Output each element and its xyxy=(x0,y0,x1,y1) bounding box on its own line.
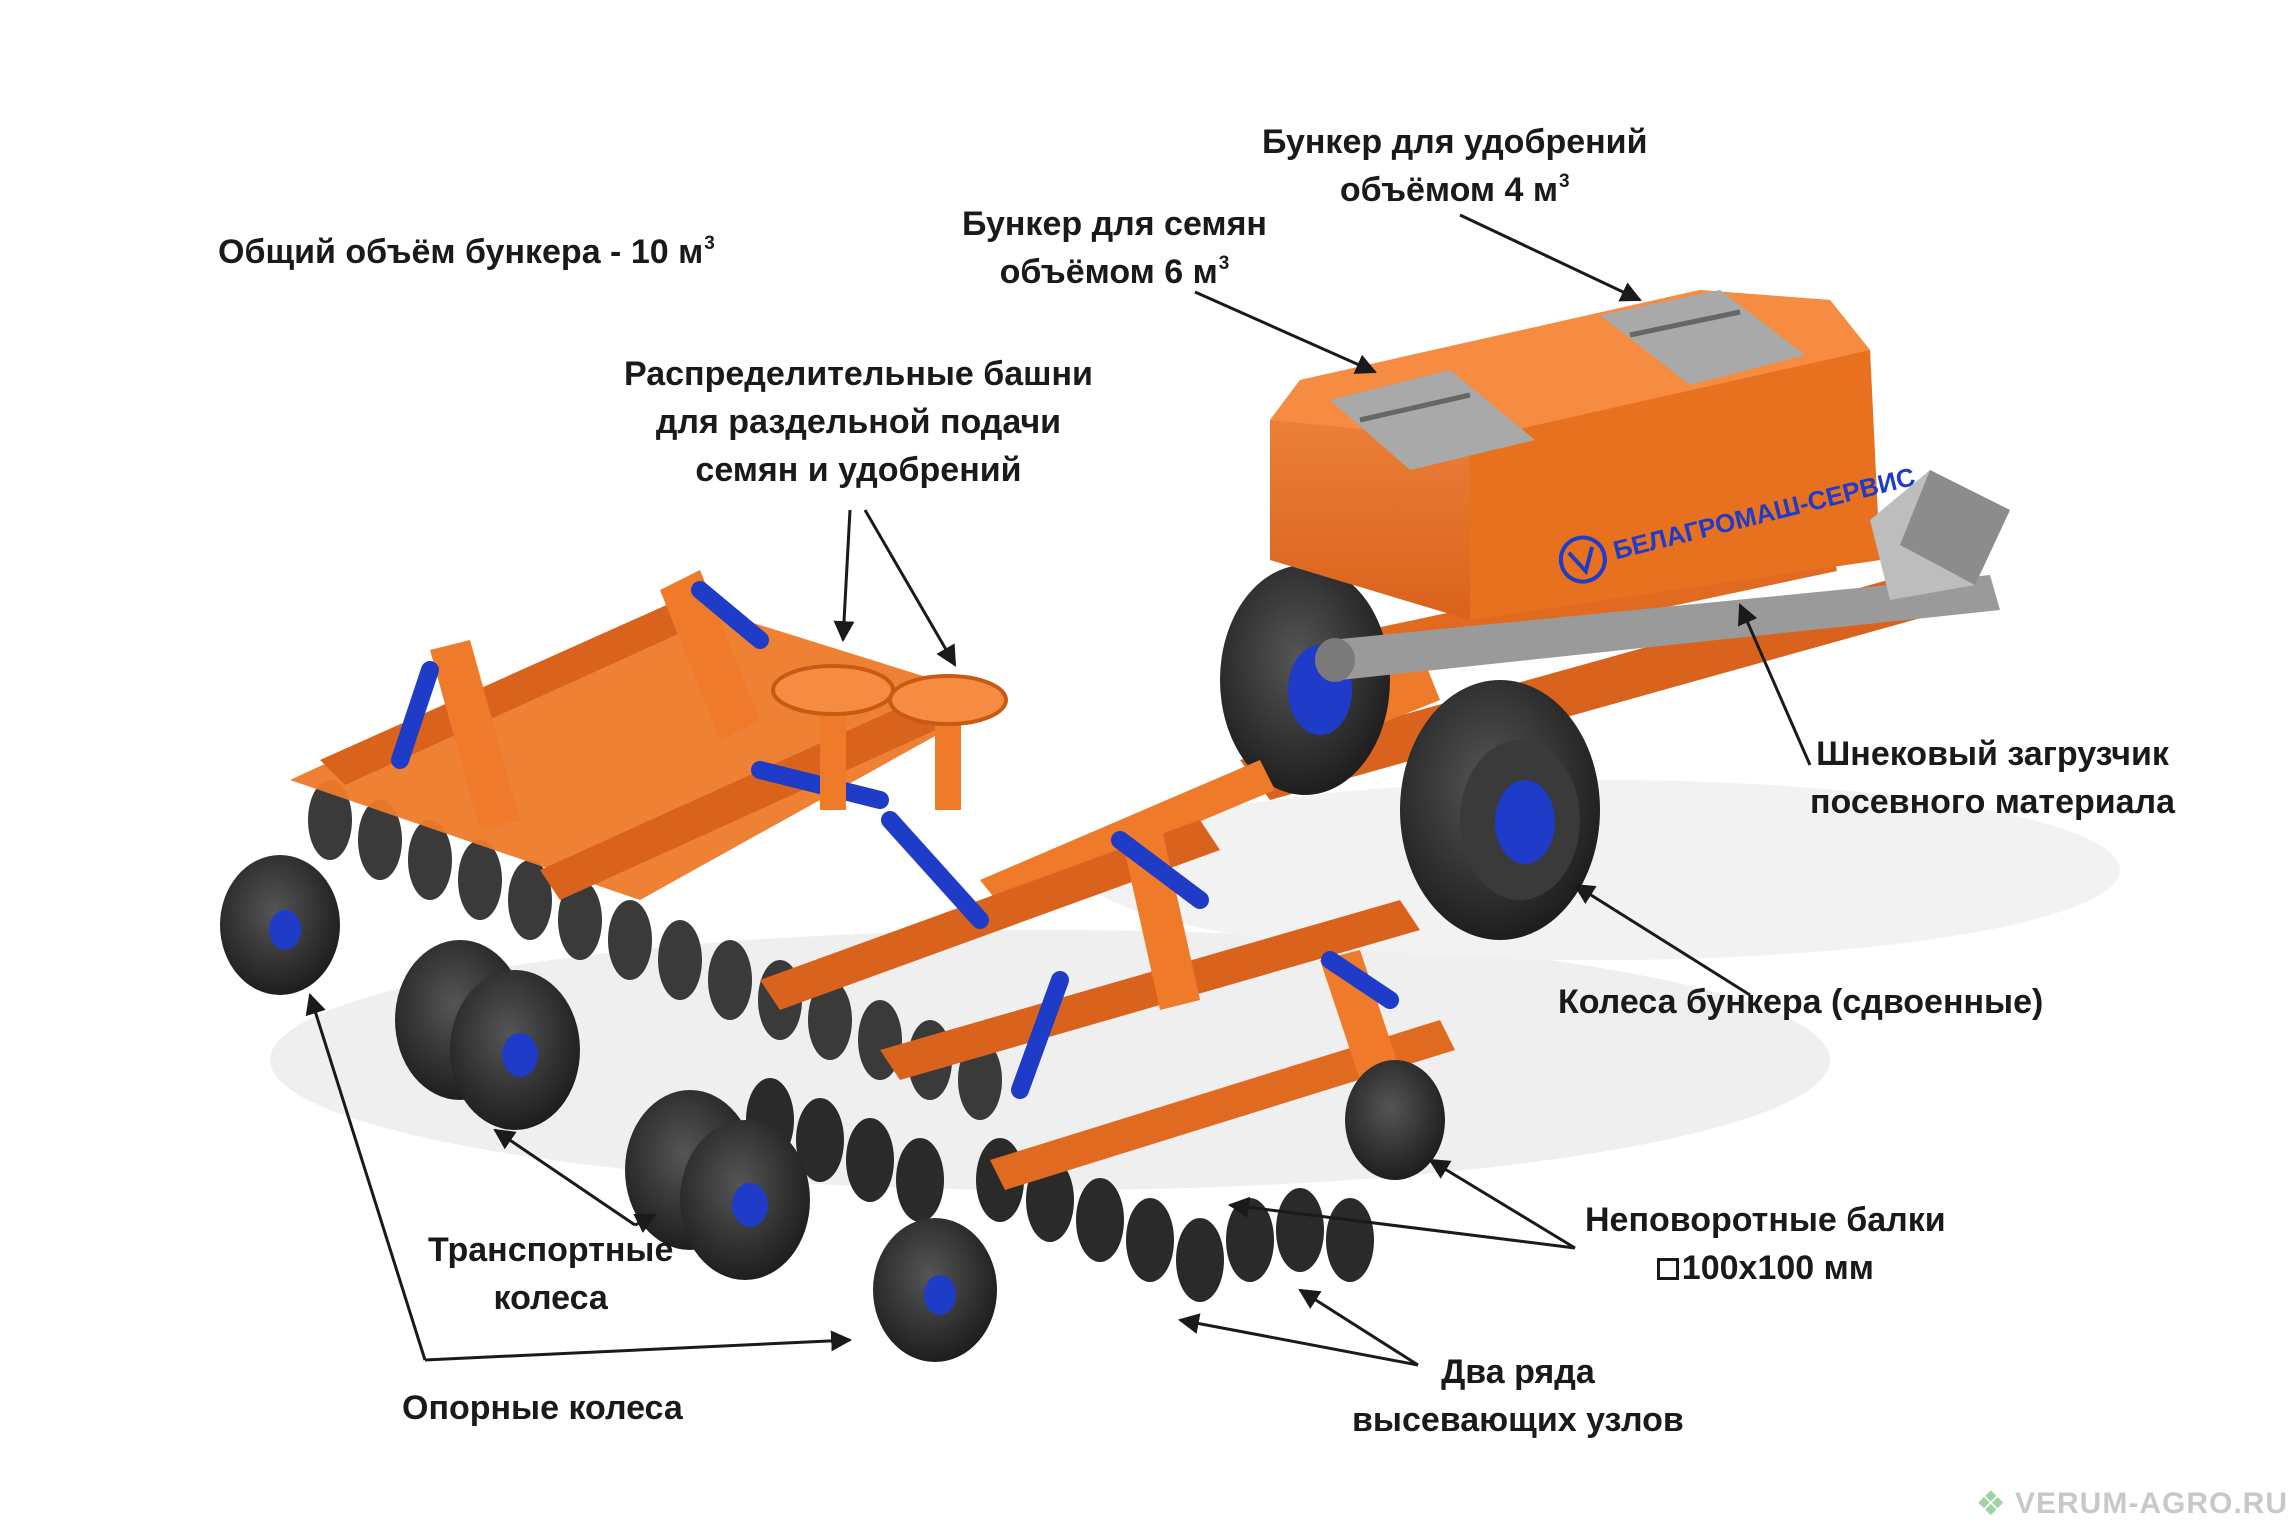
seeding-units-row-front xyxy=(746,1078,1374,1302)
label-fertilizer-hopper: Бункер для удобрений объёмом 4 м3 xyxy=(1262,123,1648,209)
hydraulic-cylinders xyxy=(391,581,1399,1099)
label-fixed-beams: Неповоротные балки 100х100 мм xyxy=(1585,1201,1946,1287)
support-wheel-front xyxy=(873,1218,997,1362)
distribution-tower-1 xyxy=(771,664,895,810)
arrow-rows-1 xyxy=(1177,1313,1419,1367)
watermark: ❖ VERUM-AGRO.RU xyxy=(1975,1485,2288,1523)
fertilizer-hopper-lid xyxy=(1600,290,1805,385)
label-auger-loader: Шнековый загрузчик посевного материала xyxy=(1810,735,2176,821)
arrow-support-1 xyxy=(305,992,427,1361)
label-distribution-towers: Распределительные башни для раздельной п… xyxy=(624,355,1093,489)
arrow-transport-1 xyxy=(493,1128,636,1227)
hopper-wheel-rear xyxy=(1220,565,1390,795)
arrow-seed-hopper xyxy=(1194,290,1377,374)
square-section-icon xyxy=(1656,1258,1679,1280)
hopper-tank: БЕЛАГРОМАШ-СЕРВИС xyxy=(1270,290,1918,620)
transport-wheel-1b xyxy=(450,970,580,1130)
label-support-wheels: Опорные колеса xyxy=(402,1389,683,1427)
arrow-rows-2 xyxy=(1298,1288,1419,1367)
arrow-support-2 xyxy=(424,1330,853,1362)
arrow-transport-2 xyxy=(633,1213,657,1233)
arrow-hopper-wheels xyxy=(1573,883,1751,997)
label-hopper-wheels: Колеса бункера (сдвоенные) xyxy=(1558,983,2044,1021)
arrow-tower-1 xyxy=(833,509,855,643)
arrow-auger xyxy=(1737,603,1812,766)
arrow-tower-2 xyxy=(863,509,957,667)
transport-wheel-2b xyxy=(680,1120,810,1280)
label-transport-wheels: Транспортные колеса xyxy=(428,1231,674,1317)
seed-hopper-lid xyxy=(1330,370,1535,470)
arrow-beams-1 xyxy=(1428,1158,1576,1250)
label-total-volume: Общий объём бункера - 10 м3 xyxy=(218,233,715,271)
support-wheel-right xyxy=(1345,1060,1445,1180)
arrow-beams-2 xyxy=(1227,1196,1576,1250)
hopper-wheel-front xyxy=(1400,680,1600,940)
label-seed-hopper: Бункер для семян объёмом 6 м3 xyxy=(962,205,1267,291)
arrow-fert-hopper xyxy=(1459,213,1642,302)
distribution-tower-2 xyxy=(888,674,1008,810)
hopper-cart: БЕЛАГРОМАШ-СЕРВИС xyxy=(1220,290,2010,940)
leaf-logo-icon: ❖ xyxy=(1975,1485,2007,1523)
callout-arrows xyxy=(305,213,1812,1367)
label-seeding-rows: Два ряда высевающих узлов xyxy=(1352,1353,1684,1439)
auger-loader xyxy=(1315,470,2010,682)
support-wheel-left xyxy=(220,855,340,995)
